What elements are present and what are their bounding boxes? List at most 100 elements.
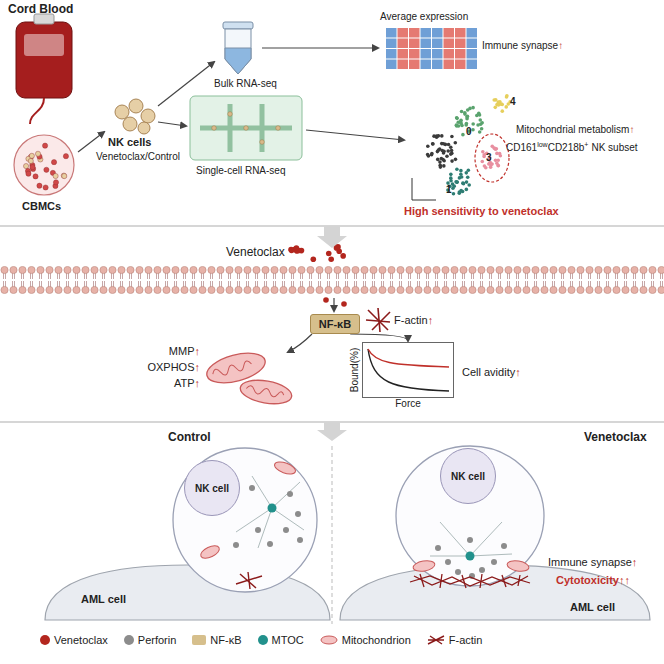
cell [421, 28, 432, 38]
up-arrow: ↑ [515, 366, 521, 378]
dot [460, 124, 464, 128]
dot [426, 153, 430, 157]
dot [63, 154, 68, 159]
cell [444, 60, 455, 70]
cell [432, 39, 443, 49]
dot [450, 159, 454, 163]
label-group: Cell avidity↑ [462, 366, 521, 379]
legend-text: Venetoclax [54, 634, 108, 646]
dot [51, 160, 56, 165]
dot [461, 133, 465, 137]
legend-text: F-actin [449, 634, 483, 646]
label: OXPHOS [147, 361, 194, 373]
dot [426, 144, 430, 148]
dot [468, 107, 472, 111]
up-arrow: ↑↑ [619, 574, 630, 586]
dot [44, 167, 49, 172]
dot [493, 106, 497, 110]
cell [409, 39, 420, 49]
dot [458, 176, 462, 180]
cell [409, 60, 420, 70]
dot [471, 128, 475, 132]
legend-item: Perforin [124, 634, 177, 646]
node-text: Bound(%) [349, 348, 360, 392]
label-group: CD161lowCD218b+NK subset [506, 142, 638, 154]
dot [431, 142, 435, 146]
legend-symbol [427, 634, 445, 646]
dot [461, 181, 465, 185]
dot [500, 109, 504, 113]
legend-text: Perforin [138, 634, 177, 646]
cell [467, 28, 478, 38]
legend-swatch [258, 635, 268, 645]
dot [454, 141, 458, 145]
nucleus: NK cell [440, 448, 496, 504]
dot [499, 154, 503, 158]
dot [445, 154, 449, 158]
dot [328, 256, 334, 262]
label-group: OXPHOS↑ [147, 361, 200, 374]
dot [35, 151, 40, 156]
dot [495, 147, 499, 151]
dot [455, 180, 459, 184]
dot [461, 190, 465, 194]
dot [294, 245, 300, 251]
dot [438, 160, 442, 164]
cell [455, 39, 466, 49]
dot [26, 171, 31, 176]
label: CBMCs [22, 200, 61, 213]
cell [455, 60, 466, 70]
label: 3 [486, 152, 492, 164]
dot [465, 115, 469, 119]
cell [467, 49, 478, 59]
label-group: Immune synapse↑ [482, 40, 563, 52]
label-group: MMP↑ [169, 345, 200, 358]
dot [455, 116, 459, 120]
cell [467, 60, 478, 70]
label: Cord Blood [8, 2, 73, 16]
dot [452, 184, 456, 188]
cell [421, 49, 432, 59]
label: Control [168, 430, 211, 444]
dot [458, 190, 462, 194]
dot [440, 134, 444, 138]
dot [478, 130, 482, 134]
label: 4 [510, 96, 516, 108]
label: Average expression [380, 11, 468, 23]
node-text: AML cell [81, 593, 126, 605]
label: Venetoclax [584, 430, 647, 444]
dot [455, 123, 459, 127]
dot [449, 173, 453, 177]
dot [450, 149, 454, 153]
up-arrow: ↑ [558, 40, 563, 51]
dot [442, 164, 446, 168]
label: Venetoclax/Control [96, 151, 180, 163]
dot [495, 152, 499, 156]
dot [484, 166, 488, 170]
dot [334, 245, 340, 251]
cell [432, 60, 443, 70]
cell [455, 49, 466, 59]
dot [489, 165, 493, 169]
legend-item: NF-κB [192, 634, 241, 646]
curve [368, 349, 449, 367]
dot [446, 149, 450, 153]
cell [386, 60, 397, 70]
legend-text: MTOC [272, 634, 304, 646]
label: F-actin [394, 314, 428, 326]
dot [440, 149, 444, 153]
node-text: NK cell [451, 471, 485, 482]
dot [452, 192, 456, 196]
dot [42, 143, 47, 148]
node-text: NF-κB [319, 318, 351, 330]
label: High sensitivity to venetoclax [404, 205, 559, 218]
cell [421, 60, 432, 70]
label: Bulk RNA-seq [214, 78, 277, 90]
curve [368, 349, 449, 391]
dot [467, 168, 471, 172]
dot [437, 148, 441, 152]
dot [492, 98, 496, 102]
label: ATP [174, 377, 195, 389]
dot [466, 175, 470, 179]
